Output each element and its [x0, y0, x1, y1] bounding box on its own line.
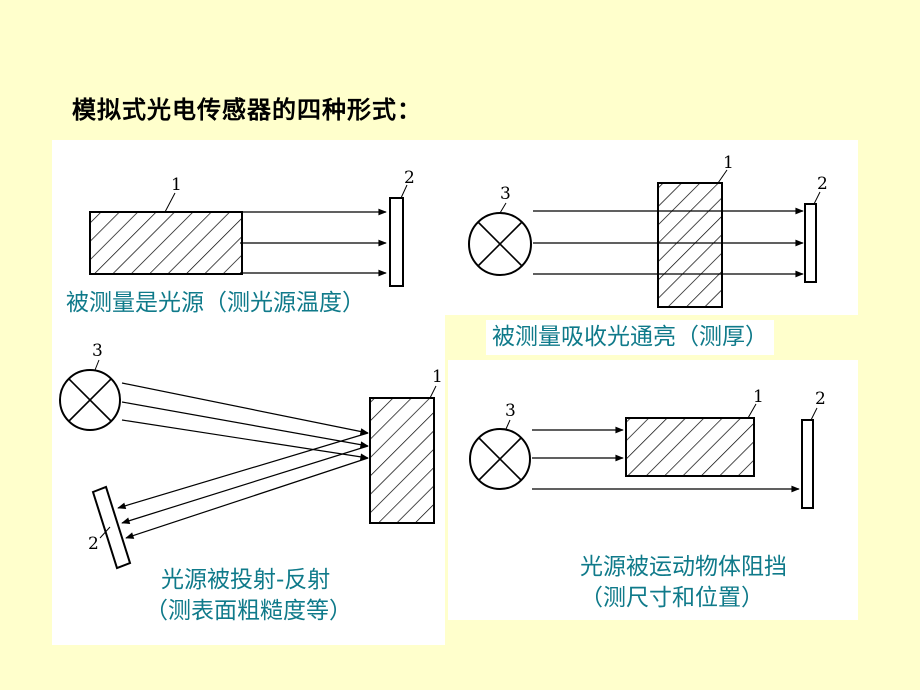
- caption-diagram-1: 被测量是光源（测光源温度）: [60, 286, 371, 322]
- panel-bottom-right: [448, 360, 858, 620]
- receiver-2: [389, 197, 404, 287]
- receiver-2: [91, 485, 132, 570]
- cross: [477, 221, 523, 267]
- ray: [121, 445, 369, 524]
- label-2: 2: [88, 534, 99, 554]
- ray: [121, 419, 369, 461]
- diagram-4-blocking: 3 1 2: [469, 387, 826, 509]
- object-1: [89, 211, 243, 275]
- label-1: 1: [432, 367, 443, 387]
- ray: [117, 432, 369, 510]
- page-title: 模拟式光电传感器的四种形式：: [72, 96, 422, 124]
- leader-line: [94, 359, 100, 371]
- caption-line-1: 光源被运动物体阻挡: [580, 554, 787, 580]
- leader-line: [505, 419, 511, 430]
- leader-line: [747, 403, 757, 419]
- ray: [121, 382, 369, 435]
- ray: [121, 401, 369, 448]
- leader-line: [164, 192, 176, 213]
- label-2: 2: [817, 174, 828, 194]
- diagram-1-light-source-measured: 1 2: [89, 168, 415, 287]
- label-2: 2: [815, 389, 826, 409]
- label-1: 1: [723, 153, 734, 173]
- object-1: [625, 417, 755, 477]
- caption-line-1: 光源被投射-反射: [161, 567, 331, 593]
- label-1: 1: [171, 175, 182, 195]
- leader-line: [99, 526, 111, 539]
- cross: [478, 437, 522, 481]
- leader-line: [813, 191, 821, 205]
- leader-line: [499, 202, 507, 214]
- leader-line: [717, 169, 728, 184]
- diagram-2-absorption: 3 1 2: [468, 153, 828, 308]
- caption-line-2: （测尺寸和位置）: [580, 585, 764, 612]
- ray: [125, 457, 369, 539]
- caption-diagram-3: 光源被投射-反射 （测表面粗糙度等）: [145, 565, 352, 627]
- label-3: 3: [505, 401, 516, 421]
- label-2: 2: [404, 168, 415, 188]
- leader-line: [810, 407, 818, 421]
- caption-diagram-2: 被测量吸收光通亮（测厚）: [486, 320, 774, 356]
- caption-line-2: （测表面粗糙度等）: [145, 598, 352, 625]
- receiver-2: [804, 203, 817, 283]
- diagram-3-reflection: 3 1 2: [59, 341, 443, 570]
- cross: [68, 378, 112, 422]
- leader-line: [400, 184, 408, 199]
- leader-line: [429, 385, 437, 399]
- caption-diagram-4: 光源被运动物体阻挡 （测尺寸和位置）: [580, 552, 787, 614]
- label-3: 3: [92, 341, 103, 361]
- label-3: 3: [500, 184, 511, 204]
- object-1: [657, 182, 723, 308]
- receiver-2: [801, 419, 814, 509]
- label-1: 1: [753, 387, 764, 407]
- object-1: [369, 397, 435, 524]
